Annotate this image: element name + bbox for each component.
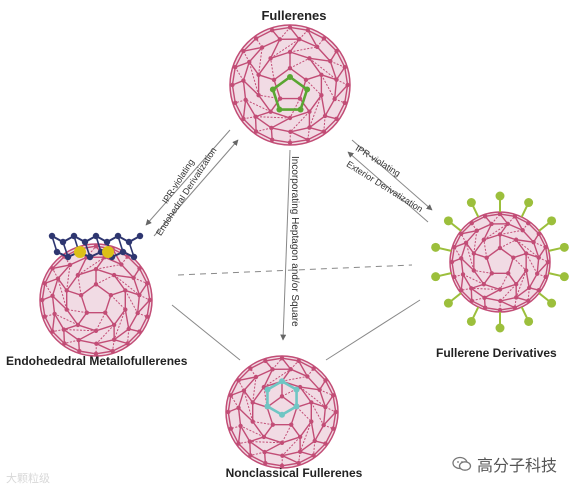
watermark-right: 高分子科技	[452, 452, 557, 476]
arrow-top-to-bottom	[280, 149, 291, 341]
line-right-to-bottom	[325, 299, 421, 361]
arrow-left-to-top	[153, 139, 239, 237]
label-fullerene-derivatives: Fullerene Derivatives	[436, 346, 557, 360]
line-left-to-bottom	[171, 304, 241, 361]
wechat-icon	[452, 456, 472, 471]
fullerene-top-molecule	[229, 24, 351, 146]
arrow-top-to-right	[351, 139, 433, 211]
nonclassical-fullerene-molecule	[225, 355, 339, 469]
arrow-top-to-left	[145, 129, 231, 226]
title-fullerenes: Fullerenes	[261, 8, 327, 23]
endohedral-metallofullerene-molecule	[39, 232, 153, 357]
fullerene-derivative-molecule	[431, 191, 569, 333]
edge-label-center: Incorporating Heptagon and/or Square	[289, 156, 300, 327]
arrow-right-to-top	[347, 151, 429, 223]
label-nonclassical-fullerenes: Nonclassical Fullerenes	[225, 466, 363, 480]
watermark-right-text: 高分子科技	[477, 458, 558, 475]
connector-lines	[145, 129, 433, 361]
label-endohedral-metallofullerenes: Endohededral Metallofullerenes	[6, 354, 188, 368]
watermark-left: 大颗粒级	[6, 473, 50, 485]
